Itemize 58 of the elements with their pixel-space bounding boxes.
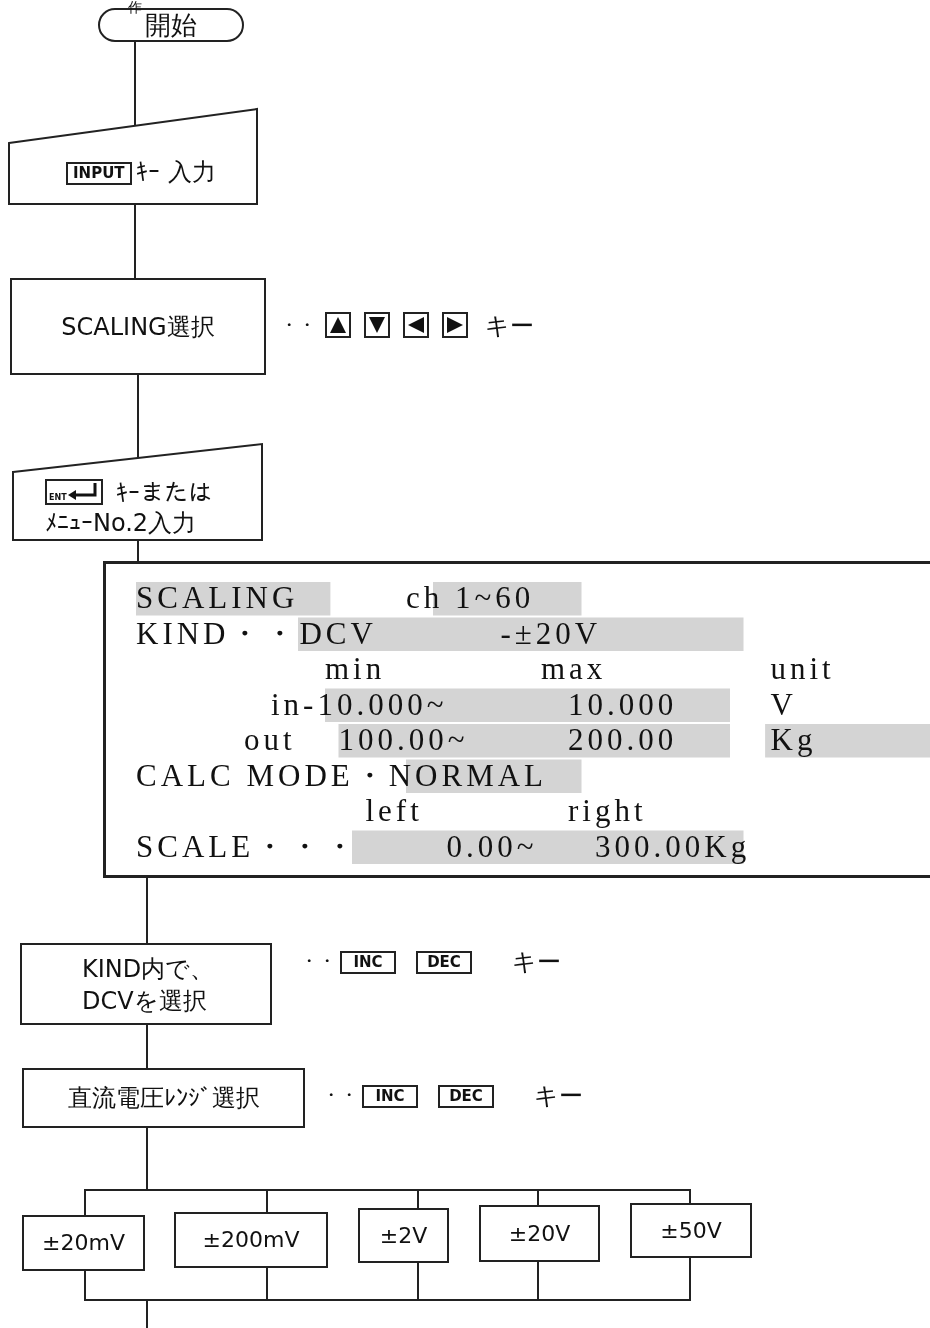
node-label: KIND内で、DCVを選択 <box>82 954 216 1017</box>
screen-text: max <box>541 653 607 684</box>
connector-line <box>134 204 136 279</box>
screen-text: left <box>365 795 423 826</box>
connector-line <box>146 877 148 944</box>
process-box <box>22 1068 305 1128</box>
connector-line <box>134 41 136 127</box>
range-box <box>479 1205 600 1262</box>
screen-text: 200.00 <box>568 724 678 755</box>
leader-dots: ・・ <box>280 316 316 334</box>
screen-text: KIND・・DCV <box>136 617 377 649</box>
range-box <box>22 1215 145 1271</box>
keycap: DEC <box>416 951 472 974</box>
screen-text: min <box>325 653 386 684</box>
screen-text: unit <box>770 653 835 684</box>
enter-key-icon: ENT <box>45 479 103 505</box>
screen-text: 300.00Kg <box>595 830 751 862</box>
node-label: ±20V <box>508 1222 571 1245</box>
node-label: ±20mV <box>42 1232 125 1254</box>
screen-text: in-10.000~ <box>271 688 448 720</box>
range-box <box>630 1203 752 1258</box>
key-text: キー <box>512 950 561 974</box>
screen-text: V <box>770 688 797 720</box>
screen-text: right <box>568 795 647 826</box>
range-box <box>358 1208 449 1263</box>
node-label: ｷｰまたは <box>116 481 212 505</box>
screen-text: SCALING <box>136 582 299 613</box>
key-text: キー <box>485 314 534 338</box>
screen-text: ch 1~60 <box>406 582 535 613</box>
key-text: キー <box>534 1084 583 1108</box>
screen-text: CALC MODE・NORMAL <box>136 759 548 791</box>
node-label: ±50V <box>660 1219 722 1242</box>
screen-text: 10.000 <box>568 688 678 720</box>
keycap: INC <box>340 951 396 974</box>
node-label: ｷｰ 入力 <box>136 160 216 184</box>
screen-text: 0.00~ <box>446 830 538 862</box>
node-label: 直流電圧ﾚﾝｼﾞ選択 <box>67 1086 260 1110</box>
node-label: ±2V <box>379 1224 428 1247</box>
screen-text: -±20V <box>500 617 602 649</box>
screen-text: SCALE・・・ <box>136 830 360 862</box>
node-label: 開始 <box>145 12 197 38</box>
screen-text: out <box>244 724 296 755</box>
range-box <box>174 1212 328 1268</box>
node-label: ﾒﾆｭｰNo.2入力 <box>45 511 197 535</box>
leader-dots: ・・ <box>300 952 336 970</box>
keycap: DEC <box>438 1085 494 1108</box>
process-box <box>10 278 266 375</box>
connector-line <box>146 1024 148 1069</box>
connector-line <box>137 374 139 459</box>
keycap: INC <box>362 1085 418 1108</box>
node-label: ±200mV <box>202 1229 300 1251</box>
process-box <box>20 943 272 1025</box>
connector-line <box>137 540 139 562</box>
screen-text: 100.00~ <box>338 724 469 755</box>
keycap: INPUT <box>66 162 132 185</box>
screen-text: Kg <box>770 724 817 755</box>
node-label: SCALING選択 <box>61 314 215 339</box>
leader-dots: ・・ <box>322 1086 358 1104</box>
